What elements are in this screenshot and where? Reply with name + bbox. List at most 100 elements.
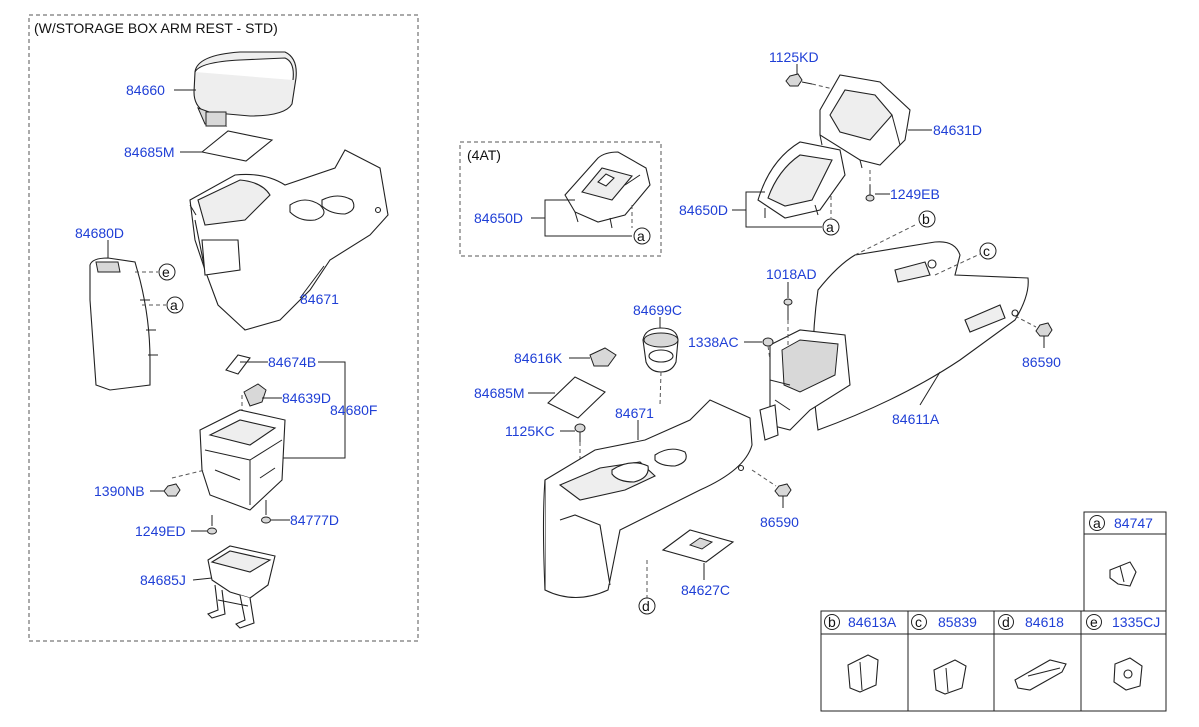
label-84611A[interactable]: 84611A [892, 411, 940, 427]
callout-a-left [166, 296, 184, 314]
leader-84650D-a-top [544, 199, 575, 218]
legend-a-circle [1089, 515, 1105, 531]
pad-84685M-left [200, 130, 274, 162]
legend-d-clip-icon [1014, 659, 1067, 691]
legend-b-circle [824, 614, 840, 630]
legend-d-part[interactable]: 84618 [1025, 614, 1064, 630]
legend-d-letter: d [1002, 614, 1010, 630]
callout-d [638, 597, 656, 615]
label-1390NB[interactable]: 1390NB [94, 483, 145, 499]
label-84616K[interactable]: 84616K [514, 350, 563, 366]
shift-bezel-part [757, 141, 846, 219]
screw-1018AD [783, 298, 793, 345]
legend-e-letter: e [1090, 614, 1098, 630]
label-86590-right[interactable]: 86590 [1022, 354, 1061, 370]
label-84671-a[interactable]: 84671 [300, 291, 339, 307]
label-1249ED[interactable]: 1249ED [135, 523, 186, 539]
callout-e-left [158, 263, 176, 281]
legend-c-circle [911, 614, 927, 630]
label-1249EB[interactable]: 1249EB [890, 186, 940, 202]
callout-a-4at [633, 227, 651, 245]
at-group-title: (4AT) [467, 147, 501, 163]
dashed-86590-right [1014, 315, 1037, 328]
label-1338AC[interactable]: 1338AC [688, 334, 739, 350]
callout-a-left-letter: a [170, 297, 178, 313]
label-84777D[interactable]: 84777D [290, 512, 339, 528]
label-84680D[interactable]: 84680D [75, 225, 124, 241]
callout-b-letter: b [922, 211, 930, 227]
dashed-b [854, 223, 918, 256]
console-body-part-center [542, 399, 753, 598]
dashed-86590-bottom [751, 469, 777, 487]
clip-84616K [589, 347, 617, 367]
leader-84650D-b-bottom [745, 210, 822, 228]
label-86590-bottom[interactable]: 86590 [760, 514, 799, 530]
legend-e-part[interactable]: 1335CJ [1112, 614, 1160, 630]
callout-a-4at-letter: a [637, 228, 645, 244]
legend-d-circle [998, 614, 1014, 630]
label-84627C[interactable]: 84627C [681, 582, 730, 598]
legend-a-clip-icon [1109, 561, 1137, 587]
legend-c-clip-icon [933, 659, 967, 695]
label-84699C[interactable]: 84699C [633, 302, 682, 318]
label-84680F[interactable]: 84680F [330, 402, 377, 418]
cup-holder-84699C [642, 327, 679, 373]
legend-table [820, 511, 1167, 712]
label-1125KC[interactable]: 1125KC [505, 423, 555, 439]
label-1125KD[interactable]: 1125KD [769, 49, 819, 65]
screw-1249ED [207, 515, 217, 535]
console-body-part-left [189, 149, 389, 331]
legend-b-clip-icon [847, 654, 879, 693]
pad-84685M-center [547, 376, 606, 419]
label-84660[interactable]: 84660 [126, 82, 165, 98]
dashed-1390NB [171, 469, 206, 479]
legend-c-part[interactable]: 85839 [938, 614, 977, 630]
bracket-84639D [243, 383, 267, 407]
shift-indicator-4at [564, 151, 651, 229]
legend-b-letter: b [828, 614, 836, 630]
bolt-1125KD [785, 73, 813, 87]
bolt-86590-right [1035, 322, 1053, 348]
leader-84650D-a-bottom [544, 218, 632, 237]
callout-c [979, 242, 997, 260]
clip-1338AC [762, 337, 774, 361]
label-1018AD[interactable]: 1018AD [766, 266, 817, 282]
callout-a-bezel [822, 218, 840, 236]
callout-c-letter: c [983, 243, 990, 259]
armrest-lid-part [193, 51, 297, 127]
callout-d-letter: d [642, 598, 650, 614]
storage-box-group-border [28, 14, 419, 642]
callout-a-bezel-letter: a [826, 219, 834, 235]
label-84685M-a[interactable]: 84685M [124, 144, 175, 160]
legend-c-letter: c [915, 614, 922, 630]
leader-84650D-b-top [745, 191, 765, 210]
label-84650D-b[interactable]: 84650D [679, 202, 728, 218]
callout-e-left-letter: e [162, 264, 170, 280]
callout-b [918, 210, 936, 228]
pad-84674B [225, 354, 251, 375]
label-84671-b[interactable]: 84671 [615, 405, 654, 421]
storage-box-group-title: (W/STORAGE BOX ARM REST - STD) [34, 20, 278, 36]
label-84674B[interactable]: 84674B [268, 354, 316, 370]
label-84639D[interactable]: 84639D [282, 390, 331, 406]
label-84631D[interactable]: 84631D [933, 122, 982, 138]
label-84650D-a[interactable]: 84650D [474, 210, 523, 226]
side-cover-part [89, 257, 158, 391]
bolt-86590-bottom [774, 483, 792, 508]
dashed-84699C [659, 371, 662, 406]
dashed-c [934, 253, 981, 276]
label-84685M-b[interactable]: 84685M [474, 385, 525, 401]
mat-84627C [661, 529, 735, 563]
legend-a-part[interactable]: 84747 [1114, 515, 1153, 531]
screw-1249EB [865, 170, 875, 202]
legend-b-part[interactable]: 84613A [848, 614, 897, 630]
nut-1390NB [163, 483, 181, 497]
leader-84680F [275, 361, 346, 459]
label-84685J[interactable]: 84685J [140, 572, 186, 588]
legend-e-circle [1086, 614, 1102, 630]
leader-84685J [192, 577, 213, 581]
leader-84611A [919, 371, 941, 406]
console-panel-84611A [759, 241, 1029, 441]
screw-84777D [261, 500, 271, 524]
